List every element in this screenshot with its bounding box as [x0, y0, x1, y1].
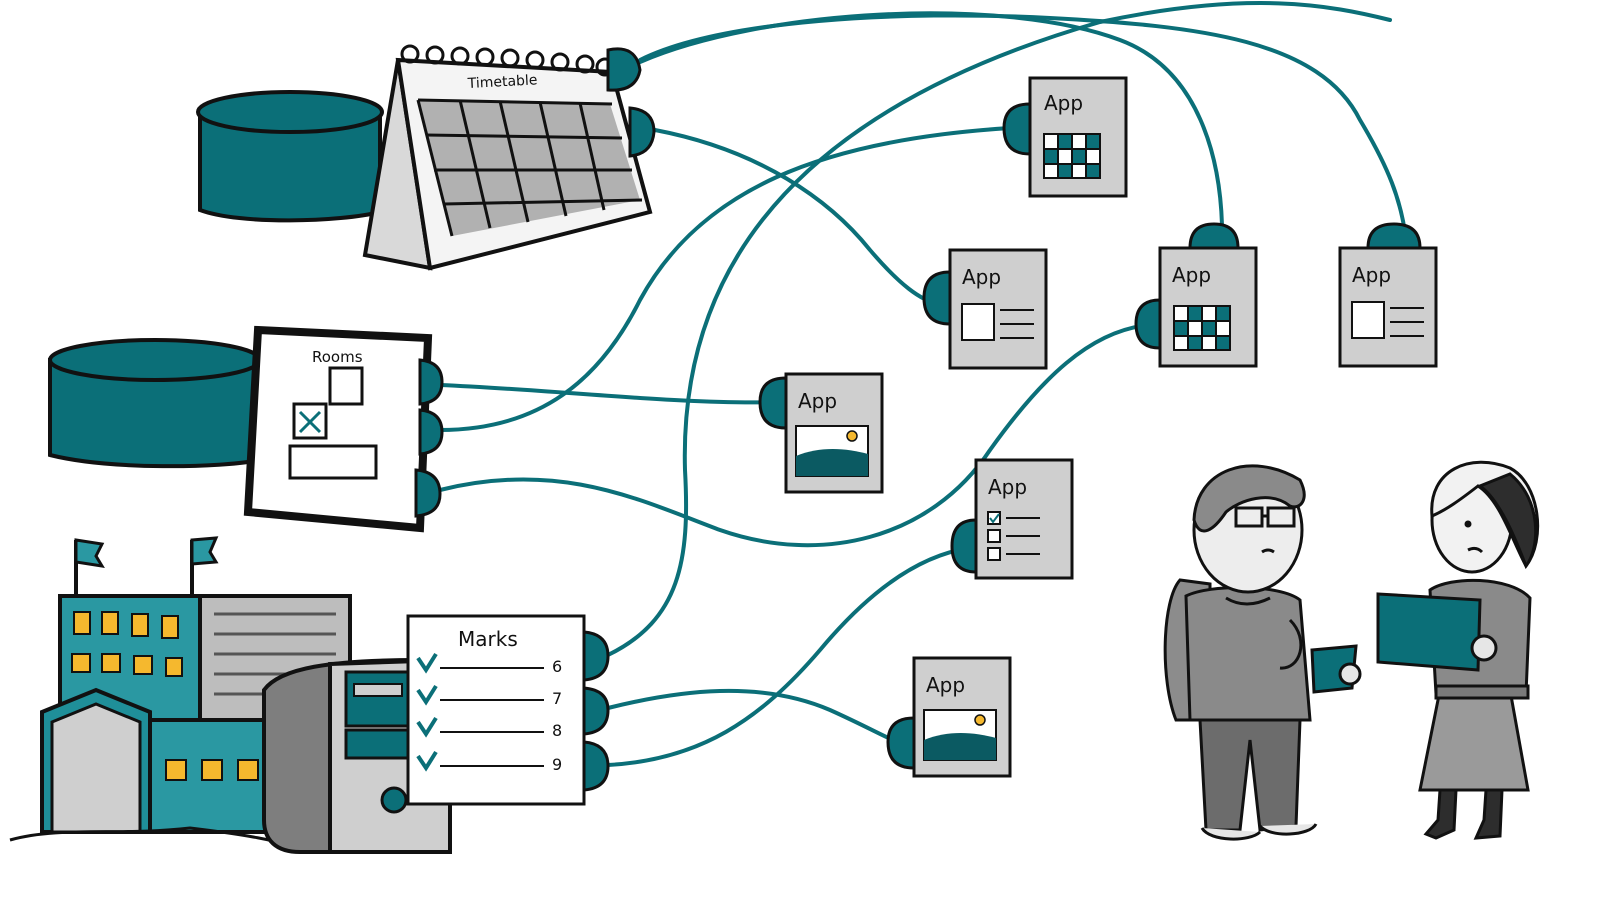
cable-marks-to-app-6: [606, 546, 972, 767]
port-connector-icon: [1002, 102, 1032, 156]
port-connector-icon: [582, 630, 610, 682]
cable-timetable-to-app-3: [638, 11, 1224, 227]
app-label: App: [962, 265, 1001, 289]
marks-sheet-icon: Marks 6 7 8 9: [406, 614, 586, 806]
cable-rooms-to-app-1: [438, 126, 1012, 432]
checklist-icon: [987, 511, 1040, 561]
picture-icon: [795, 425, 869, 477]
app-card: App: [1134, 222, 1258, 368]
port-connector-icon: [922, 270, 952, 326]
check-icon: [416, 684, 438, 706]
app-label: App: [798, 389, 837, 413]
app-label: App: [926, 673, 965, 697]
port-connector-icon: [950, 518, 978, 574]
marks-source: Marks 6 7 8 9: [262, 614, 610, 854]
timetable-database-icon: [196, 90, 384, 223]
woman-with-tablet-figure: [1376, 460, 1540, 840]
port-connector-icon: [418, 408, 444, 456]
port-connector-icon: [1134, 298, 1162, 350]
app-card: App: [1002, 76, 1128, 198]
timetable-source: Timetable: [196, 44, 656, 271]
document-icon: [961, 303, 1034, 341]
timetable-label: Timetable: [466, 72, 537, 92]
port-connector-icon: [582, 740, 610, 792]
check-icon: [416, 750, 438, 772]
marks-row-value: 9: [552, 755, 562, 774]
app-card: App: [886, 656, 1012, 778]
cable-timetable-to-app-2: [653, 128, 942, 307]
port-connector-icon: [582, 686, 610, 736]
x-mark-icon: [298, 410, 322, 434]
marks-ports: [582, 630, 610, 792]
app-label: App: [1172, 263, 1211, 287]
cable-rooms-to-app-3: [438, 323, 1152, 548]
app-card: App: [922, 248, 1048, 370]
port-connector-icon: [1366, 222, 1422, 250]
cable-rooms-to-app-5: [438, 383, 782, 405]
grid-icon: [1173, 305, 1231, 351]
timetable-ports: [606, 47, 656, 158]
app-label: App: [1044, 91, 1083, 115]
app-label: App: [1352, 263, 1391, 287]
port-connector-icon: [1188, 222, 1240, 250]
port-connector-icon: [418, 358, 444, 406]
port-connector-icon: [414, 468, 442, 518]
app-label: App: [988, 475, 1027, 499]
grid-icon: [1043, 133, 1101, 179]
app-card: App: [1338, 222, 1438, 368]
rooms-database-icon: [48, 338, 262, 469]
student-figure: [1163, 464, 1362, 841]
check-icon: [416, 716, 438, 738]
cable-marks-to-timetable: [606, 1, 1392, 657]
marks-row-value: 6: [552, 657, 562, 676]
port-connector-icon: [606, 47, 642, 92]
cable-marks-to-app-7: [606, 688, 907, 747]
rooms-label: Rooms: [312, 348, 363, 366]
port-connector-icon: [758, 376, 788, 430]
rooms-source: Rooms: [48, 325, 444, 533]
port-connector-icon: [886, 716, 916, 770]
app-card: App: [758, 372, 884, 494]
document-icon: [1351, 301, 1424, 339]
floorplan-icon: Rooms: [243, 325, 433, 533]
marks-row-value: 8: [552, 721, 562, 740]
app-card: App: [950, 458, 1074, 580]
rooms-ports: [414, 358, 444, 518]
picture-icon: [923, 709, 997, 761]
marks-row-value: 7: [552, 689, 562, 708]
marks-label: Marks: [458, 627, 518, 651]
school-building-icon: [9, 536, 352, 854]
port-connector-icon: [628, 106, 656, 158]
check-icon: [416, 652, 438, 674]
cables: [438, 1, 1407, 767]
calendar-icon: Timetable: [362, 44, 653, 271]
